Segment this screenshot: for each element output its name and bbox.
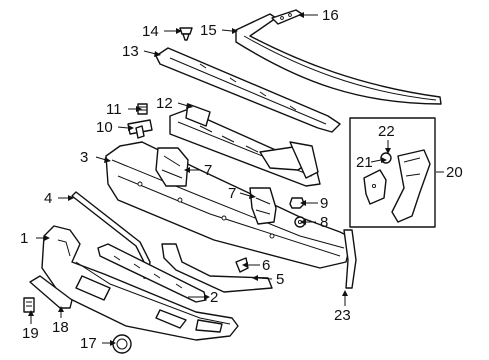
- callout-7b: 7: [228, 185, 236, 202]
- part-19-clip: [23, 297, 35, 313]
- part-23-vertical-strip: [343, 229, 357, 289]
- callout-17: 17: [80, 335, 97, 352]
- callout-14: 14: [142, 23, 159, 40]
- callout-9: 9: [320, 195, 328, 212]
- part-9-nut: [289, 197, 305, 209]
- callout-6: 6: [262, 257, 270, 274]
- callout-labels: 1 2 3 4 5 6 7 7 8 9 10 11 12 13 14 15 16…: [20, 7, 463, 352]
- callout-2: 2: [210, 289, 218, 306]
- part-7-left-bracket: [155, 147, 189, 187]
- part-14-clip: [179, 27, 193, 41]
- part-18-trim: [29, 275, 73, 309]
- callout-8: 8: [320, 214, 328, 231]
- callout-18: 18: [52, 319, 69, 336]
- callout-21: 21: [356, 154, 373, 171]
- callout-4: 4: [44, 190, 52, 207]
- callout-1: 1: [20, 230, 28, 247]
- part-20-group-box: [349, 117, 436, 228]
- callout-12: 12: [156, 95, 173, 112]
- callout-11: 11: [106, 101, 122, 118]
- part-5-lower-bracket: [161, 243, 273, 293]
- part-12-reinforcement: [169, 103, 321, 187]
- callout-3: 3: [80, 149, 88, 166]
- part-16-retainer: [271, 9, 303, 25]
- callout-7a: 7: [204, 162, 212, 179]
- part-13-upper-bracket: [155, 47, 341, 133]
- callout-15: 15: [200, 22, 217, 39]
- part-17-fog-lamp: [112, 334, 132, 354]
- callout-22: 22: [378, 123, 395, 140]
- callout-13: 13: [122, 43, 139, 60]
- leader-lines: [28, 12, 444, 346]
- callout-19: 19: [22, 325, 39, 342]
- callout-23: 23: [334, 307, 351, 324]
- part-15-upper-valance: [235, 13, 442, 105]
- callout-20: 20: [446, 164, 463, 181]
- part-7-right-bracket: [249, 187, 277, 225]
- part-10-bracket: [127, 119, 153, 139]
- part-2-lower-stiffener: [97, 243, 207, 303]
- part-1-lower-cover: [41, 225, 239, 341]
- callout-5: 5: [276, 271, 284, 288]
- callout-16: 16: [322, 7, 339, 24]
- callout-10: 10: [96, 119, 113, 136]
